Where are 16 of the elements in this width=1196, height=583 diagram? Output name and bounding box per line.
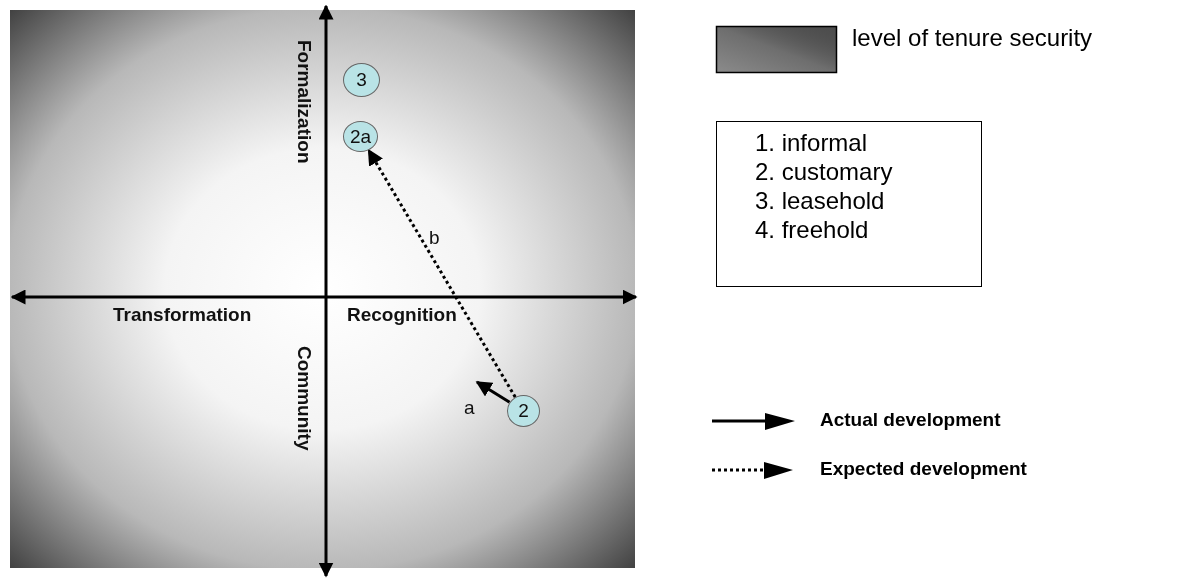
arrow [475,380,511,404]
list-box [716,121,982,287]
legend-text: Expected development [820,458,1027,480]
legend-text: level of tenure security [852,24,1093,52]
list-item: 3. leasehold [755,186,886,215]
axis-label: Transformation [113,304,252,326]
legend-text: Actual development [820,409,1001,431]
dotted-arrow [367,148,517,398]
list-item: 4. freehold [755,215,870,244]
axis-label: Formalization [293,40,315,164]
list-item: 1. informal [755,128,869,157]
list-item: 2. customary [755,157,894,186]
axis-label: Community [293,346,315,451]
edge-label: a [464,398,475,417]
axis-label: Recognition [347,304,457,326]
edge-label: b [429,228,440,247]
